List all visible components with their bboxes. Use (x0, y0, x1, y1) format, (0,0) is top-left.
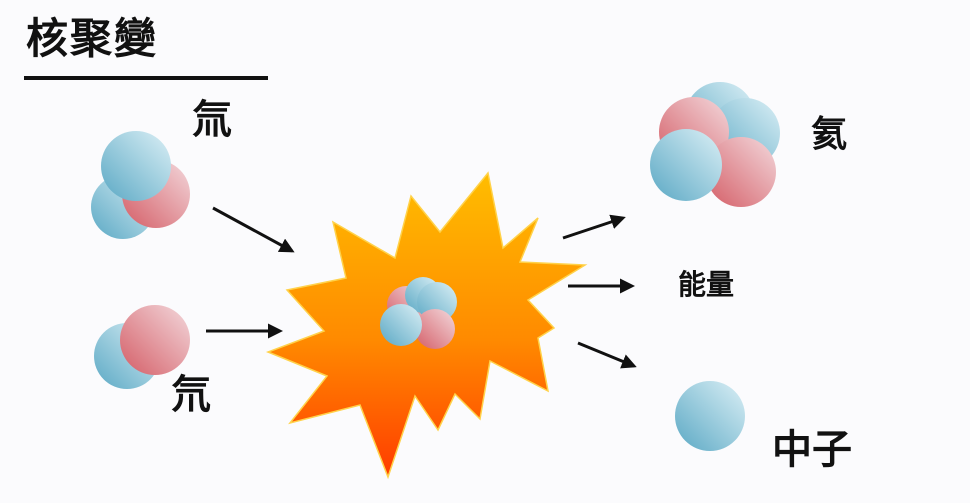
arrow-tritium-to-burst (212, 206, 295, 253)
arrow-burst-to-helium (562, 214, 626, 240)
neutron-particle (101, 131, 171, 201)
free-neutron-particle (675, 381, 745, 451)
proton-particle (415, 309, 455, 349)
deuterium-molecule (94, 305, 190, 389)
title-underline (24, 76, 268, 80)
tritium-label: 氚 (192, 97, 232, 143)
arrow-burst-to-neutron (577, 341, 637, 369)
proton-particle (706, 137, 776, 207)
energy-label: 能量 (678, 268, 735, 301)
helium-label: 氦 (811, 114, 848, 155)
neutron-particle (650, 129, 722, 201)
tritium-molecule (91, 131, 190, 239)
neutron-particle (380, 304, 422, 346)
fused-nucleus (380, 277, 457, 349)
neutron-label: 中子 (772, 427, 852, 473)
diagram-title: 核聚變 (26, 14, 159, 63)
proton-particle (120, 305, 190, 375)
helium-molecule (650, 82, 780, 207)
deuterium-label: 氘 (171, 372, 211, 418)
